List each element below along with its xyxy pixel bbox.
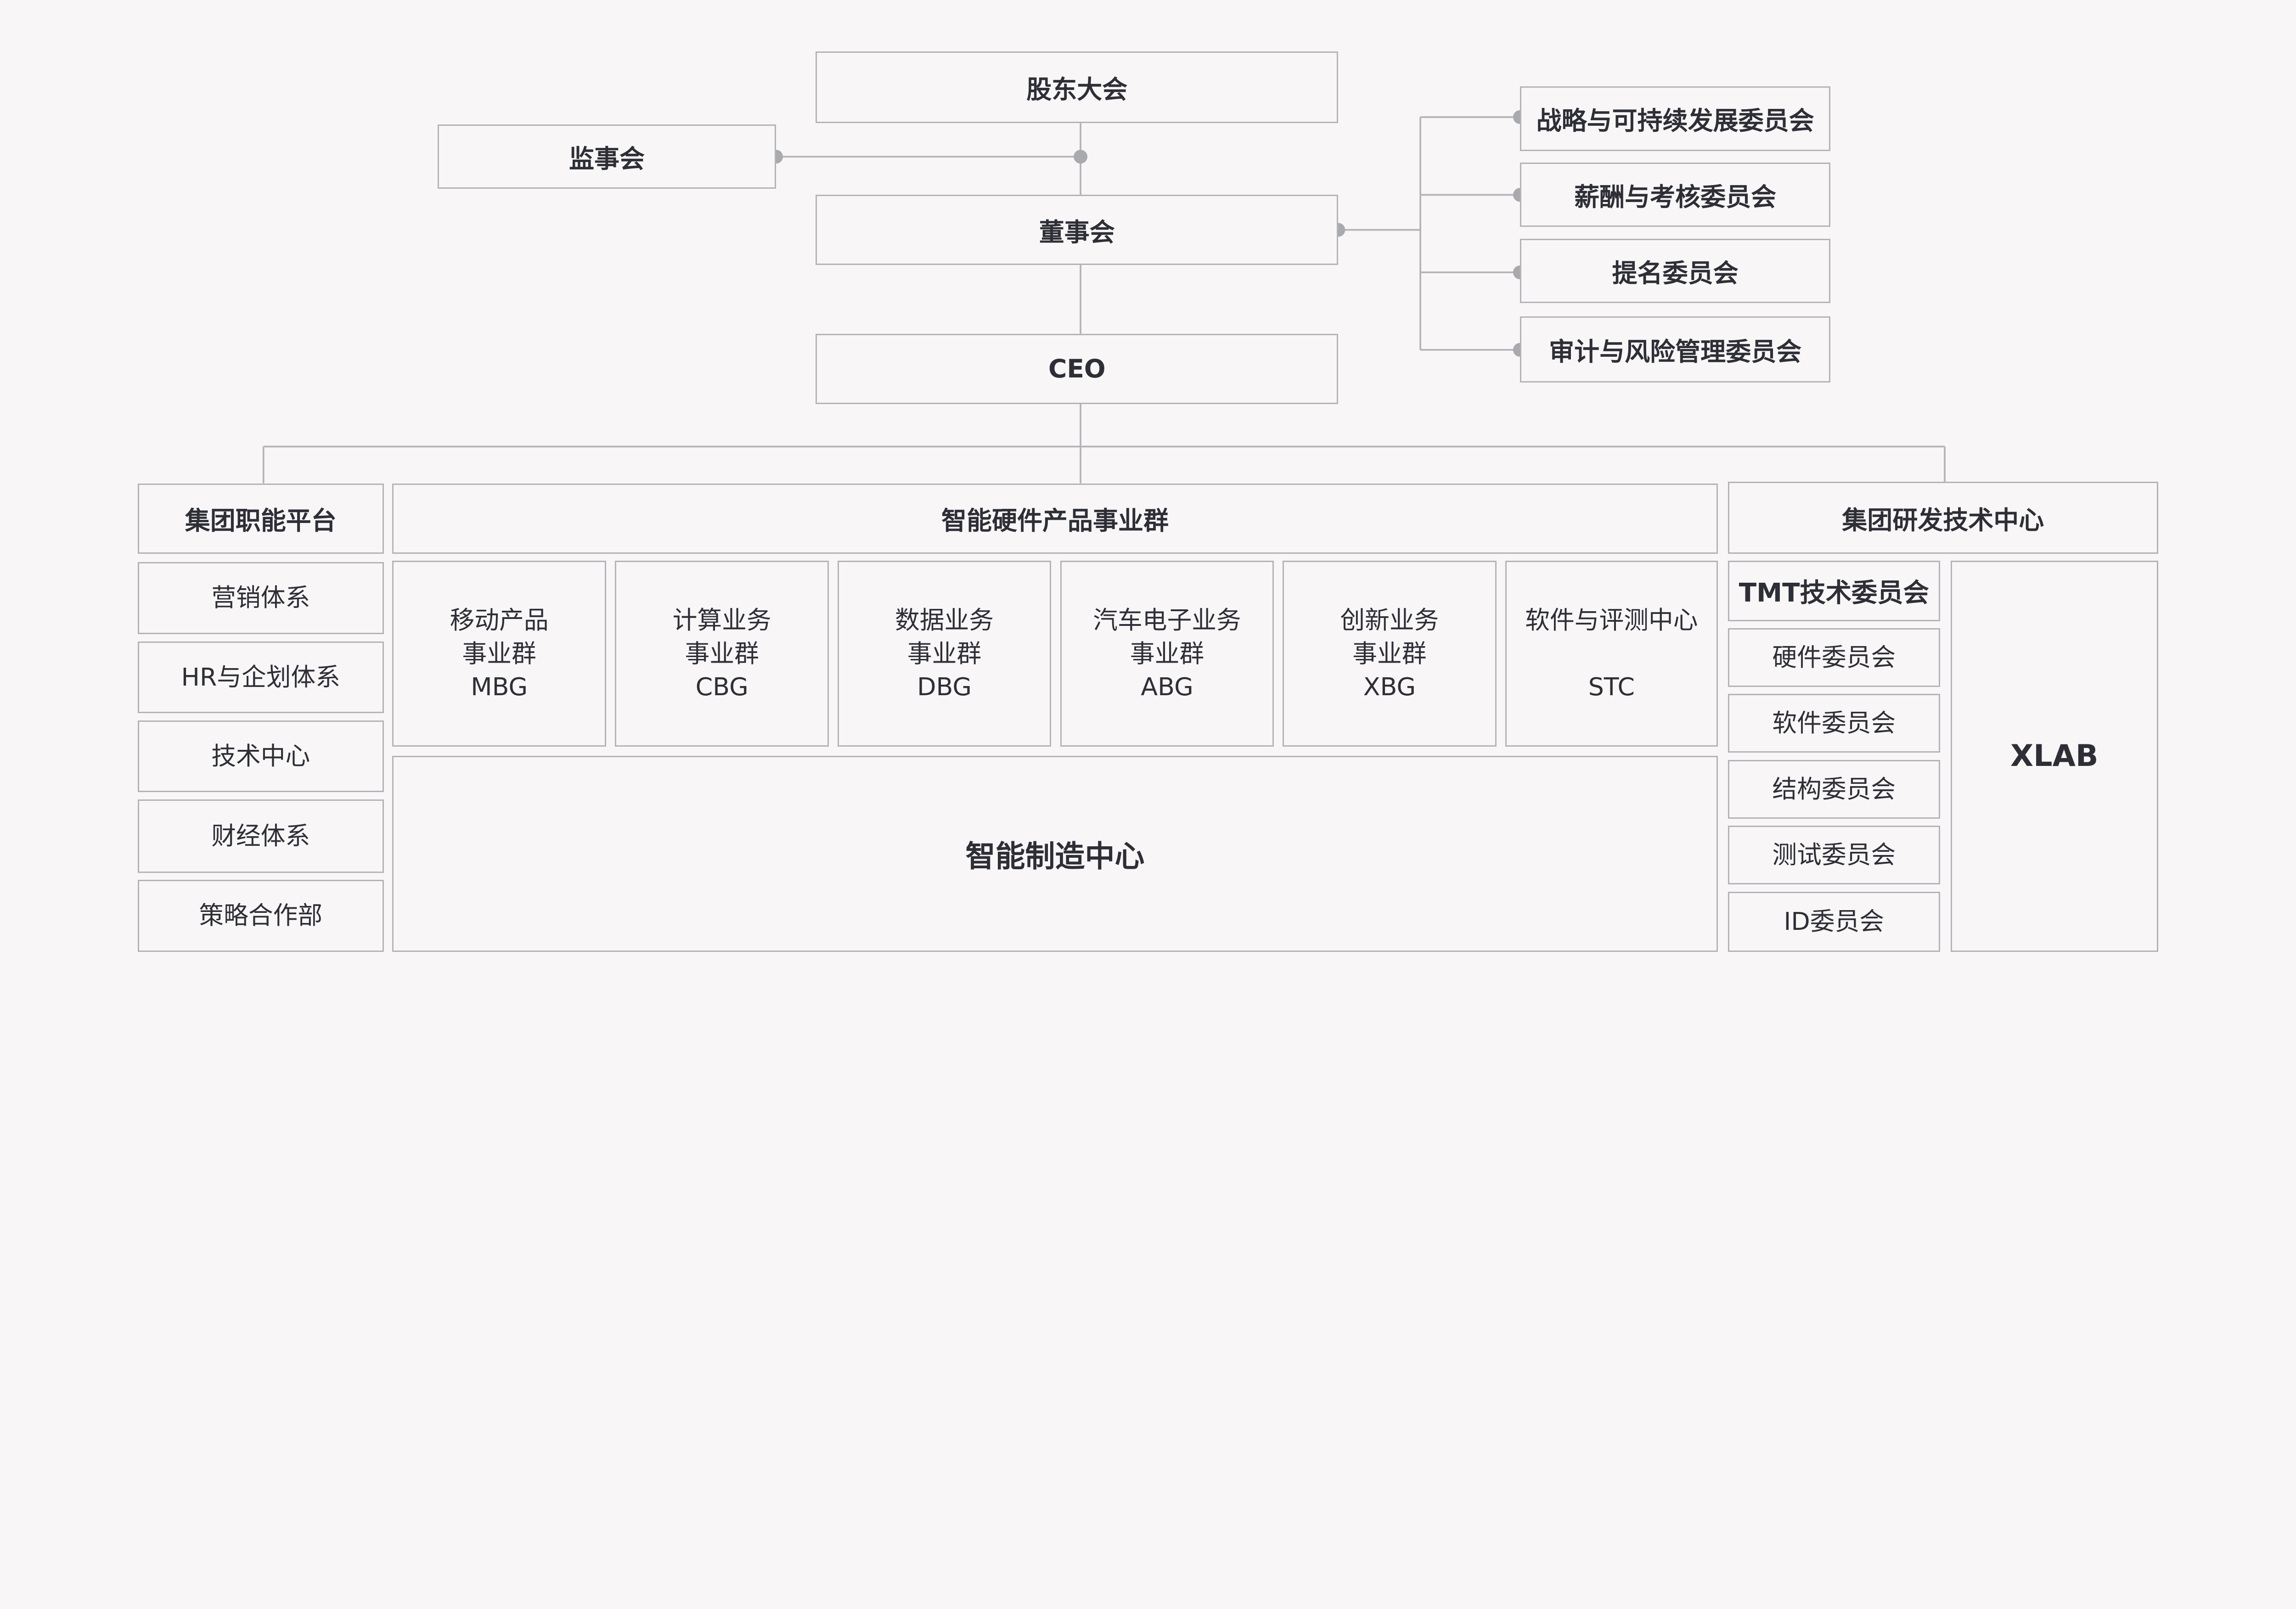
group-function-item: HR与企划体系	[138, 641, 384, 714]
business-unit-abg: 汽车电子业务 事业群 ABG	[1060, 561, 1274, 747]
business-unit-dbg: 数据业务 事业群 DBG	[837, 561, 1052, 747]
hardware-bg-title: 智能硬件产品事业群	[392, 483, 1718, 554]
xlab-box: XLAB	[1950, 561, 2158, 952]
group-functions-title: 集团职能平台	[138, 483, 384, 554]
committee-compensation: 薪酬与考核委员会	[1520, 162, 1831, 227]
tmt-committee-item: 结构委员会	[1728, 760, 1940, 819]
tmt-committee-item: 软件委员会	[1728, 694, 1940, 753]
manufacturing-center: 智能制造中心	[392, 755, 1718, 952]
ceo-box: CEO	[816, 333, 1339, 404]
committee-strategy: 战略与可持续发展委员会	[1520, 86, 1831, 151]
group-function-item: 策略合作部	[138, 880, 384, 952]
committee-nomination: 提名委员会	[1520, 239, 1831, 303]
tmt-committee-item: 测试委员会	[1728, 826, 1940, 884]
rd-center-title: 集团研发技术中心	[1728, 482, 2158, 554]
group-function-item: 技术中心	[138, 720, 384, 792]
business-unit-stc: 软件与评测中心 STC	[1505, 561, 1718, 747]
business-unit-mbg: 移动产品 事业群 MBG	[392, 561, 606, 747]
group-function-item: 财经体系	[138, 799, 384, 873]
tmt-committee-item: ID委员会	[1728, 891, 1940, 952]
committee-audit: 审计与风险管理委员会	[1520, 316, 1831, 383]
business-unit-xbg: 创新业务 事业群 XBG	[1283, 561, 1497, 747]
connector-dot	[1074, 150, 1088, 164]
business-unit-cbg: 计算业务 事业群 CBG	[615, 561, 829, 747]
tmt-committee-item: 硬件委员会	[1728, 628, 1940, 687]
shareholders-box: 股东大会	[816, 51, 1339, 124]
group-function-item: 营销体系	[138, 562, 384, 634]
tmt-committee-title: TMT技术委员会	[1728, 561, 1940, 621]
supervisors-box: 监事会	[438, 124, 776, 189]
board-box: 董事会	[816, 195, 1339, 265]
org-chart: 股东大会 监事会 董事会 CEO 战略与可持续发展委员会 薪酬与考核委员会 提名…	[138, 51, 2158, 952]
